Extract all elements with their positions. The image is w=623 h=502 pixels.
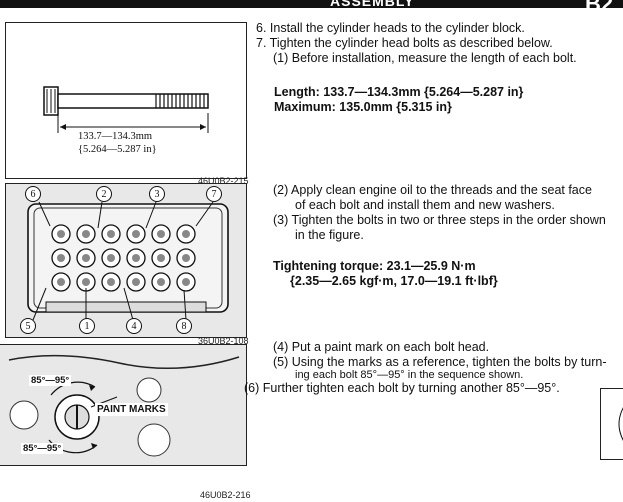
paint-marks-label: PAINT MARKS bbox=[95, 403, 168, 416]
angle-top-label: 85°—95° bbox=[29, 375, 72, 386]
cylinder-head-figure: 6 2 3 7 5 1 4 8 bbox=[5, 183, 247, 338]
step-7-4: (4) Put a paint mark on each bolt head. bbox=[273, 340, 490, 354]
page-title: ASSEMBLY bbox=[330, 0, 415, 9]
bolt-maximum-spec: Maximum: 135.0mm {5.315 in} bbox=[274, 100, 452, 114]
step-7-3-line1: (3) Tighten the bolts in two or three st… bbox=[273, 213, 606, 227]
bolt-order-4: 4 bbox=[126, 318, 142, 334]
step-7-1: (1) Before installation, measure the len… bbox=[273, 51, 577, 65]
step-7-2-line1: (2) Apply clean engine oil to the thread… bbox=[273, 183, 592, 197]
bolt-order-3: 3 bbox=[149, 186, 165, 202]
bolt-length-label: 133.7—134.3mm bbox=[78, 131, 153, 142]
header-rule bbox=[0, 0, 623, 8]
section-code: B2 bbox=[585, 0, 614, 16]
step-7-5-line1: (5) Using the marks as a reference, tigh… bbox=[273, 355, 607, 369]
bolt-order-7: 7 bbox=[206, 186, 222, 202]
bolt-order-5: 5 bbox=[20, 318, 36, 334]
partial-figure-drawing bbox=[618, 407, 623, 441]
figure1-caption: 46U0B2-215 bbox=[198, 176, 249, 186]
bolt-length-spec: Length: 133.7—134.3mm {5.264—5.287 in} bbox=[274, 85, 524, 99]
figure2-caption: 36U0B2-108 bbox=[198, 336, 249, 346]
step-6: 6. Install the cylinder heads to the cyl… bbox=[256, 21, 525, 35]
bolt-drawing bbox=[43, 86, 209, 133]
angle-bottom-label: 85°—95° bbox=[21, 443, 64, 454]
step-7-3-line2: in the figure. bbox=[295, 228, 364, 242]
torque-spec-line2: {2.35—2.65 kgf·m, 17.0—19.1 ft·lbf} bbox=[290, 274, 498, 288]
step-7-6: (6) Further tighten each bolt by turning… bbox=[244, 381, 560, 395]
bolt-order-1: 1 bbox=[79, 318, 95, 334]
bolt-length-inch-label: {5.264—5.287 in} bbox=[78, 144, 157, 155]
cylinder-head-drawing bbox=[27, 201, 229, 321]
bolt-order-6: 6 bbox=[25, 186, 41, 202]
figure3-caption: 46U0B2-216 bbox=[200, 490, 251, 500]
step-7-2-line2: of each bolt and install them and new wa… bbox=[295, 198, 555, 212]
bolt-order-8: 8 bbox=[176, 318, 192, 334]
bolt-figure: 133.7—134.3mm {5.264—5.287 in} bbox=[5, 22, 247, 179]
partial-figure-right bbox=[600, 388, 623, 460]
paint-marks-figure: 85°—95° 85°—95° PAINT MARKS bbox=[0, 344, 247, 466]
bolt-order-2: 2 bbox=[96, 186, 112, 202]
step-7: 7. Tighten the cylinder head bolts as de… bbox=[256, 36, 553, 50]
paint-marks-drawing bbox=[8, 354, 240, 457]
torque-spec-line1: Tightening torque: 23.1—25.9 N·m bbox=[273, 259, 476, 273]
step-7-5-line2: ing each bolt 85°—95° in the sequence sh… bbox=[295, 369, 524, 381]
